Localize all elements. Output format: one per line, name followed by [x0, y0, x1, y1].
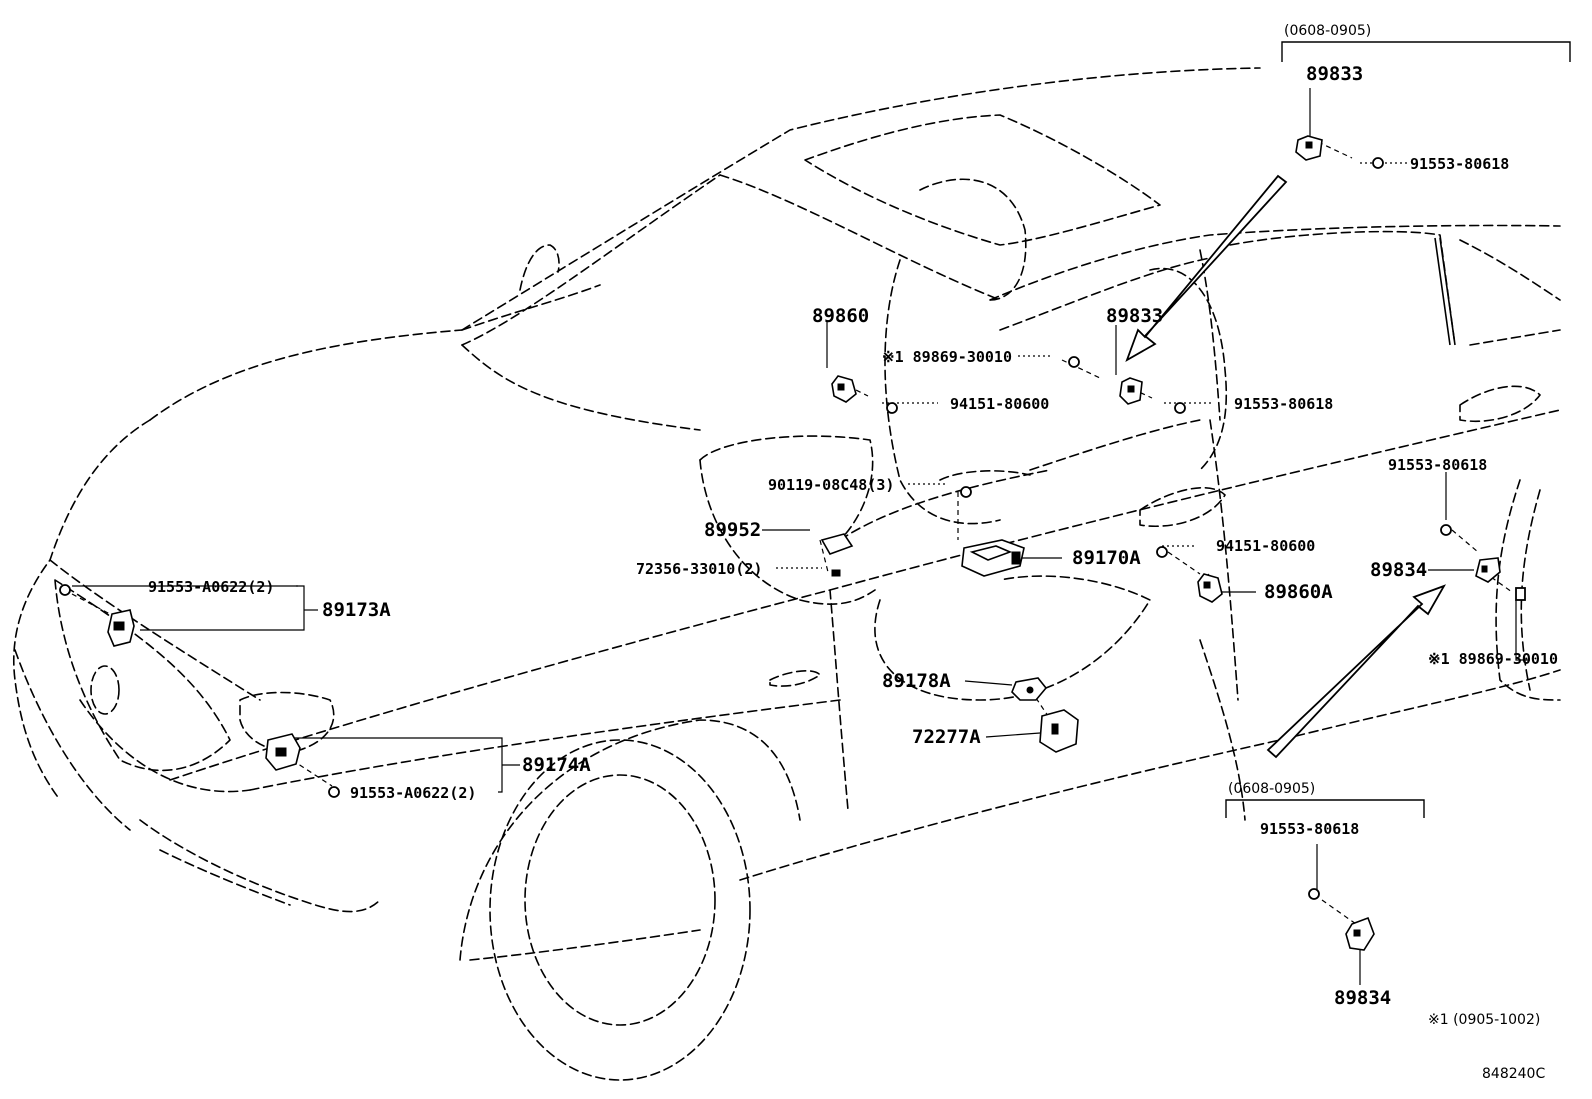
part-number-91553-80618-right[interactable]: 91553-80618: [1388, 456, 1487, 474]
part-number-89833-mid[interactable]: 89833: [1106, 305, 1163, 327]
note-89869-left[interactable]: ※1 89869-30010: [882, 348, 1012, 366]
bolt-94151-80600-lower[interactable]: [1156, 546, 1168, 558]
part-number-89860[interactable]: 89860: [812, 305, 869, 327]
module-89170a[interactable]: [961, 539, 1025, 577]
bracket-72277a[interactable]: [1039, 709, 1079, 753]
sensor-89834-bottom[interactable]: [1345, 916, 1375, 951]
bolt-91553-80618-right[interactable]: [1440, 524, 1452, 536]
sensor-89834-right[interactable]: [1475, 557, 1501, 583]
bolt-91553-a0622-lower[interactable]: [328, 786, 340, 798]
bolt-91553-80618-top[interactable]: [1372, 157, 1384, 169]
car-outline: [12, 67, 1561, 1081]
part-number-89833-top[interactable]: 89833: [1306, 63, 1363, 85]
bracket-89952[interactable]: [820, 533, 854, 555]
sensor-89178a[interactable]: [1011, 677, 1048, 701]
labels: (0608-0905) 89833 91553-80618 89860 ※1 8…: [148, 23, 1558, 1082]
sensor-89860[interactable]: [831, 375, 857, 403]
part-number-89860a[interactable]: 89860A: [1264, 581, 1333, 603]
range-label-bottom: (0608-0905): [1228, 781, 1315, 797]
nut-89869-right[interactable]: [1515, 587, 1526, 601]
part-number-72356-33010[interactable]: 72356-33010(2): [636, 560, 762, 578]
sensor-89860a[interactable]: [1197, 573, 1223, 603]
part-number-89952[interactable]: 89952: [704, 519, 761, 541]
part-number-91553-a0622-lower[interactable]: 91553-A0622(2): [350, 784, 476, 802]
part-number-89834-bottom[interactable]: 89834: [1334, 987, 1391, 1009]
part-number-91553-80618-mid[interactable]: 91553-80618: [1234, 395, 1333, 413]
clip-72356-33010[interactable]: [831, 569, 841, 577]
sensor-89833-mid[interactable]: [1119, 377, 1143, 405]
bolt-91553-80618-mid[interactable]: [1174, 402, 1186, 414]
part-number-91553-a0622-upper[interactable]: 91553-A0622(2): [148, 578, 274, 596]
sensor-89833-top[interactable]: [1295, 135, 1323, 161]
bolt-90119-08c48[interactable]: [960, 486, 972, 498]
diagram-id: 848240C: [1482, 1066, 1545, 1082]
date-range-brackets: [1225, 41, 1571, 818]
note-date-range: ※1 (0905-1002): [1428, 1012, 1540, 1028]
direction-arrows: [1125, 174, 1447, 759]
part-number-89174a[interactable]: 89174A: [522, 754, 591, 776]
part-number-89834-right[interactable]: 89834: [1370, 559, 1427, 581]
part-number-91553-80618-top[interactable]: 91553-80618: [1410, 155, 1509, 173]
arrow-top-right: [1125, 174, 1288, 363]
part-number-90119-08c48[interactable]: 90119-08C48(3): [768, 476, 894, 494]
sensor-89173a[interactable]: [107, 609, 135, 647]
parts: [59, 135, 1526, 951]
bolt-91553-80618-bottom[interactable]: [1308, 888, 1320, 900]
part-number-94151-80600-lower[interactable]: 94151-80600: [1216, 537, 1315, 555]
nut-89869-left[interactable]: [1068, 356, 1080, 368]
sensor-89174a[interactable]: [265, 733, 301, 771]
bolt-94151-80600-upper[interactable]: [886, 402, 898, 414]
part-number-91553-80618-bottom[interactable]: 91553-80618: [1260, 820, 1359, 838]
part-number-72277a[interactable]: 72277A: [912, 726, 981, 748]
part-number-94151-80600-upper[interactable]: 94151-80600: [950, 395, 1049, 413]
arrow-bottom-right: [1266, 584, 1447, 759]
part-number-89170a[interactable]: 89170A: [1072, 547, 1141, 569]
range-label-top: (0608-0905): [1284, 23, 1371, 39]
bolt-91553-a0622-upper[interactable]: [59, 584, 71, 596]
part-number-89173a[interactable]: 89173A: [322, 599, 391, 621]
part-number-89178a[interactable]: 89178A: [882, 670, 951, 692]
note-89869-right[interactable]: ※1 89869-30010: [1428, 650, 1558, 668]
